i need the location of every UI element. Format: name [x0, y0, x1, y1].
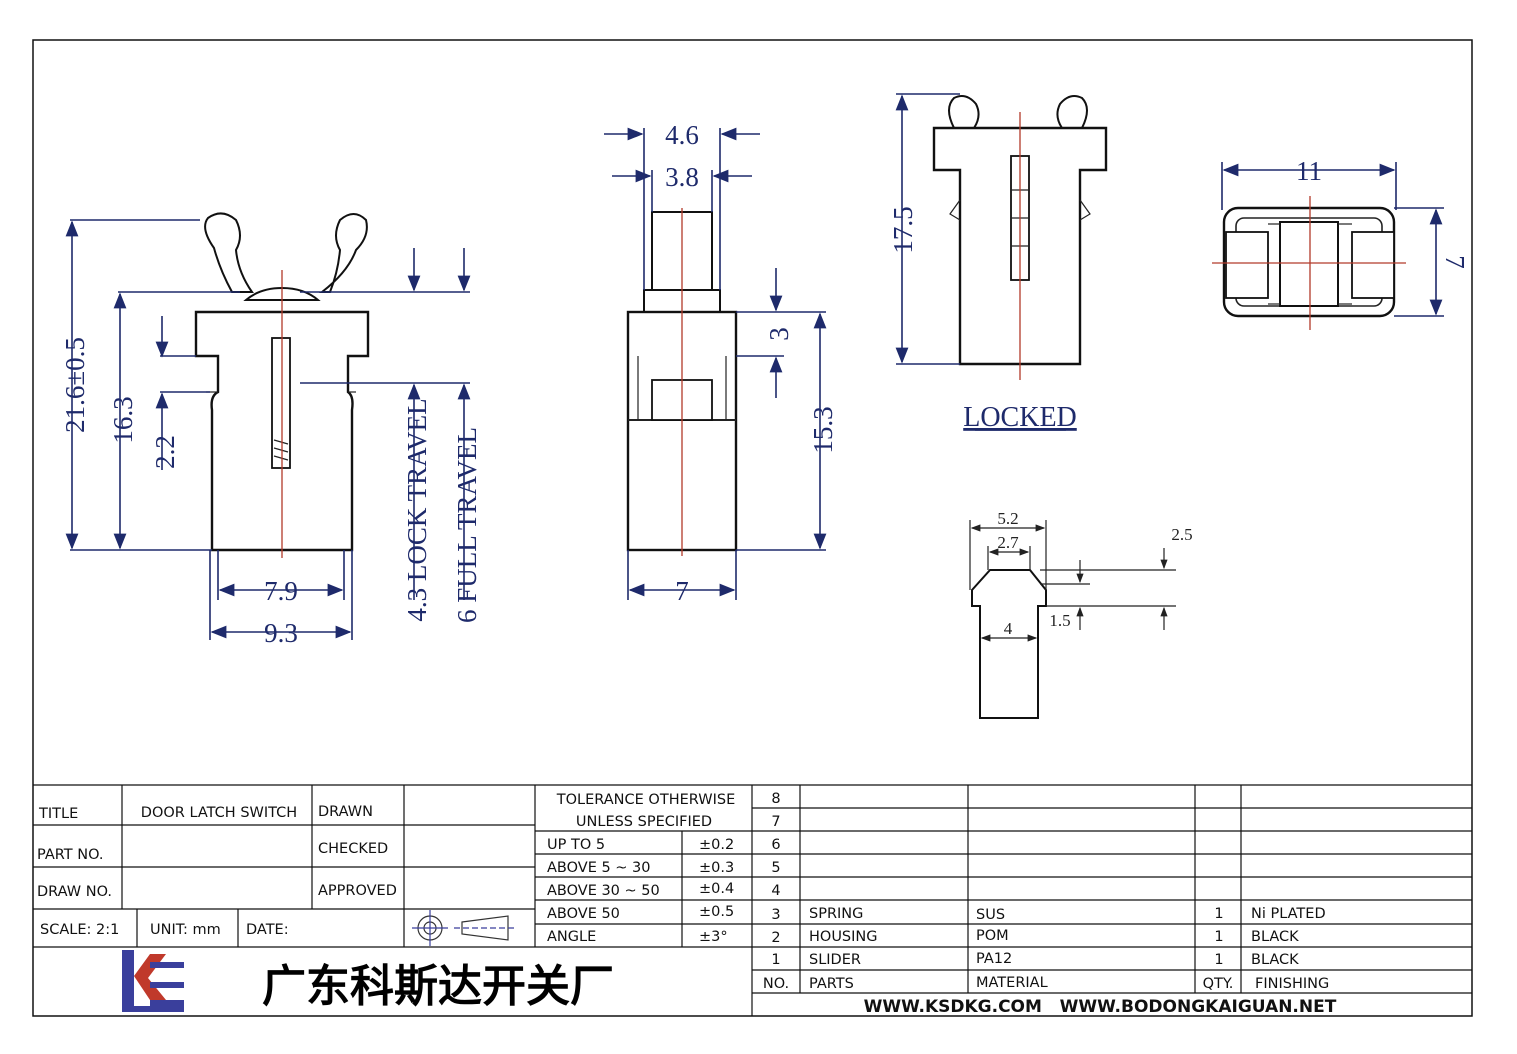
bom-row-finishing: BLACK: [1251, 952, 1299, 968]
bom-header-no: NO.: [763, 976, 789, 992]
dim-lock-travel: 4.3 LOCK TRAVEL: [402, 398, 432, 621]
unit-label: UNIT: mm: [150, 922, 221, 938]
dim-step: 3: [764, 327, 794, 341]
scale-label: SCALE: 2:1: [40, 922, 119, 938]
dim-inner-top-width: 3.8: [665, 162, 699, 192]
dim-detail-width-a: 5.2: [997, 509, 1018, 528]
dim-detail-width-b: 2.7: [997, 533, 1019, 552]
bom-row-part: HOUSING: [809, 929, 878, 945]
bom-row-part: SPRING: [809, 906, 863, 922]
tolerance-header-2: UNLESS SPECIFIED: [576, 814, 712, 830]
company-logo-icon: [122, 950, 184, 1012]
projection-symbol-icon: [412, 910, 514, 946]
detail-view: 5.2 2.7 2.5 1.5 4: [969, 509, 1193, 719]
bom-row-finishing: BLACK: [1251, 929, 1299, 945]
locked-label: LOCKED: [963, 402, 1077, 433]
dim-body-height: 16.3: [108, 396, 138, 443]
bom-row-no: 8: [771, 791, 780, 807]
dim-flange-offset: 2.2: [150, 435, 180, 469]
bom-row-material: PA12: [976, 951, 1012, 967]
tolerance-range-4: ANGLE: [547, 929, 596, 945]
draw-no-label: DRAW NO.: [37, 884, 112, 900]
dim-detail-gap-b: 1.5: [1049, 611, 1070, 630]
bom-row-material: POM: [976, 928, 1009, 944]
bom-row-material: SUS: [976, 907, 1005, 923]
dim-top-view-depth: 7: [1440, 255, 1470, 269]
bom-header-qty: QTY.: [1203, 976, 1234, 992]
approved-label: APPROVED: [318, 883, 397, 899]
tolerance-value-1: ±0.3: [699, 860, 734, 876]
dim-locked-height: 17.5: [888, 206, 918, 253]
bom-row-no: 7: [771, 814, 780, 830]
front-view: 21.6±0.5 16.3 2.2 7.9 9.3 4.3 LOCK TRAVE…: [60, 212, 482, 648]
bom-row-finishing: Ni PLATED: [1251, 906, 1326, 922]
tolerance-range-2: ABOVE 30 ~ 50: [547, 883, 660, 899]
bom-row-no: 5: [771, 860, 780, 876]
checked-label: CHECKED: [318, 841, 388, 857]
locked-view: 17.5 LOCKED: [888, 93, 1108, 433]
title-value: DOOR LATCH SWITCH: [141, 805, 297, 821]
tolerance-value-2: ±0.4: [699, 881, 734, 897]
dim-detail-stem: 4: [1004, 619, 1013, 638]
bom-header-finishing: FINISHING: [1255, 976, 1329, 992]
bom-table: 8 7 6 5 4 3 SPRING SUS 1 Ni PLATED 2 HOU…: [763, 791, 1329, 992]
tolerance-range-3: ABOVE 50: [547, 906, 620, 922]
top-view: 11 7: [1212, 156, 1470, 330]
tolerance-value-4: ±3°: [699, 929, 728, 945]
title-label: TITLE: [38, 806, 78, 822]
drawn-label: DRAWN: [318, 804, 373, 820]
bom-row-qty: 1: [1214, 929, 1223, 945]
tolerance-range-0: UP TO 5: [547, 837, 605, 853]
tolerance-value-0: ±0.2: [699, 837, 734, 853]
bom-row-no: 6: [771, 837, 780, 853]
dim-top-width: 4.6: [665, 120, 699, 150]
dim-bottom-width: 7: [675, 576, 689, 606]
company-name: 广东科斯达开关厂: [262, 961, 614, 1012]
title-block: TITLE DOOR LATCH SWITCH DRAWN PART NO. C…: [33, 784, 1472, 1017]
tolerance-value-3: ±0.5: [699, 904, 734, 920]
bom-row-no: 1: [771, 952, 780, 968]
company-websites: WWW.KSDKG.COM WWW.BODONGKAIGUAN.NET: [864, 997, 1337, 1017]
bom-row-no: 4: [771, 883, 780, 899]
bom-row-qty: 1: [1214, 906, 1223, 922]
dim-top-view-width: 11: [1296, 156, 1322, 186]
bom-row-qty: 1: [1214, 952, 1223, 968]
dim-inner-width: 7.9: [264, 576, 298, 606]
side-view: 4.6 3.8 3 15.3 7: [604, 120, 838, 606]
bom-row-no: 3: [771, 907, 780, 923]
part-no-label: PART NO.: [37, 847, 104, 863]
tolerance-header-1: TOLERANCE OTHERWISE: [556, 792, 735, 808]
tolerance-range-1: ABOVE 5 ~ 30: [547, 860, 651, 876]
dim-outer-width: 9.3: [264, 618, 298, 648]
bom-header-part: PARTS: [809, 976, 854, 992]
dim-full-travel: 6 FULL TRAVEL: [452, 427, 482, 623]
dim-overall-height: 21.6±0.5: [60, 337, 90, 433]
bom-header-material: MATERIAL: [976, 975, 1048, 991]
date-label: DATE:: [246, 922, 289, 938]
dim-body: 15.3: [808, 406, 838, 453]
bom-row-part: SLIDER: [809, 952, 861, 968]
dim-detail-gap-a: 2.5: [1171, 525, 1192, 544]
bom-row-no: 2: [771, 930, 780, 946]
